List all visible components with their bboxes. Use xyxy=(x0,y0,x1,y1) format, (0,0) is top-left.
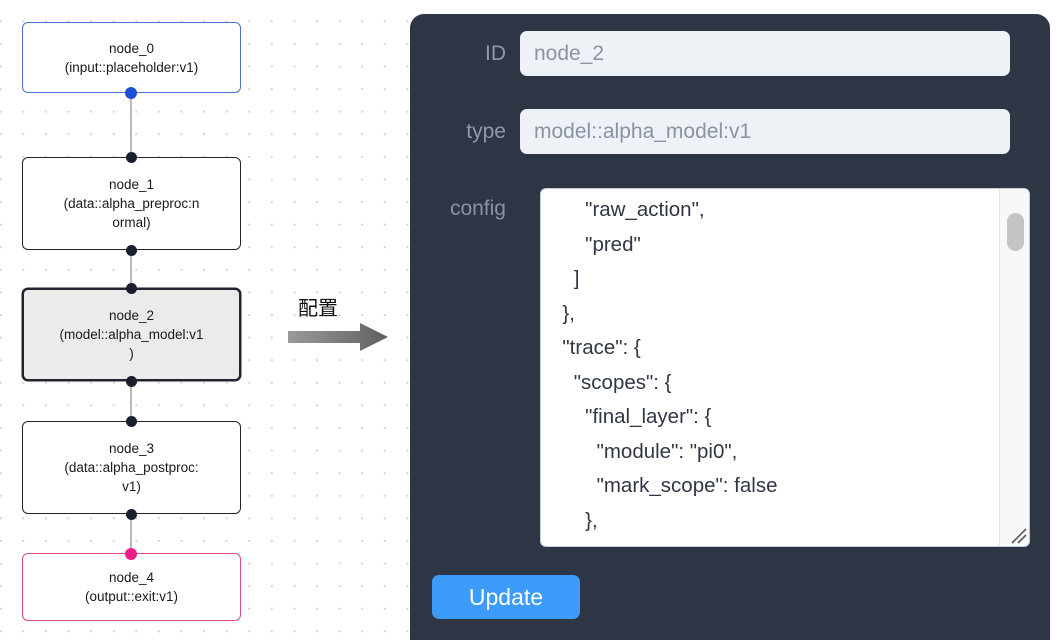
annotation-caption: 配置 xyxy=(298,296,338,320)
node-subtitle-line2: ormal) xyxy=(112,215,151,230)
update-button[interactable]: Update xyxy=(432,575,580,619)
node-handle-node_1-source[interactable] xyxy=(126,245,137,256)
flow-node-node_0[interactable]: node_0 (input::placeholder:v1) xyxy=(22,22,241,93)
flow-node-node_1[interactable]: node_1 (data::alpha_preproc:n ormal) xyxy=(22,157,241,250)
node-handle-node_1-target[interactable] xyxy=(126,152,137,163)
node-title: node_4 xyxy=(108,570,155,585)
config-label: config xyxy=(449,197,506,220)
node-subtitle-line2: ) xyxy=(129,346,134,361)
config-textarea-wrapper: "raw_action", "pred" ] }, "trace": { "sc… xyxy=(540,188,1030,547)
id-input[interactable] xyxy=(520,31,1010,76)
node-subtitle: (data::alpha_postproc: xyxy=(64,460,199,475)
type-input[interactable] xyxy=(520,109,1010,154)
flow-node-node_3[interactable]: node_3 (data::alpha_postproc: v1) xyxy=(22,421,241,514)
node-subtitle: (input::placeholder:v1) xyxy=(64,59,199,75)
edge-node0-node1 xyxy=(130,93,132,159)
node-title: node_0 xyxy=(108,40,155,56)
flow-node-node_2[interactable]: node_2 (model::alpha_model:v1 ) xyxy=(22,288,241,381)
annotation-arrow-group: 配置 xyxy=(288,295,393,360)
right-arrow-icon xyxy=(288,323,388,351)
edge-node3-node4 xyxy=(130,514,132,555)
node-handle-node_2-target[interactable] xyxy=(126,283,137,294)
config-scrollbar-track[interactable] xyxy=(999,189,1029,546)
node-handle-node_3-source[interactable] xyxy=(126,509,137,520)
node-handle-node_2-source[interactable] xyxy=(126,376,137,387)
flow-node-node_4[interactable]: node_4 (output::exit:v1) xyxy=(22,553,241,621)
field-row-type: type xyxy=(410,109,1050,154)
node-subtitle: (output::exit:v1) xyxy=(84,589,179,604)
edge-node1-node2 xyxy=(130,250,132,290)
edge-node2-node3 xyxy=(130,381,132,423)
type-label: type xyxy=(466,119,506,143)
node-title: node_3 xyxy=(108,441,155,456)
node-handle-node_0-source[interactable] xyxy=(125,87,137,99)
node-subtitle: (model::alpha_model:v1 xyxy=(59,327,204,342)
resize-grip-icon[interactable] xyxy=(1006,523,1028,545)
config-textarea[interactable]: "raw_action", "pred" ] }, "trace": { "sc… xyxy=(562,198,778,546)
node-title: node_2 xyxy=(108,308,155,323)
node-handle-node_4-target[interactable] xyxy=(125,548,137,560)
node-config-panel: ID type config "raw_action", "pred" ] },… xyxy=(410,14,1050,643)
id-label: ID xyxy=(485,41,506,65)
node-handle-node_3-target[interactable] xyxy=(126,416,137,427)
node-subtitle-line2: v1) xyxy=(122,479,141,494)
node-title: node_1 xyxy=(108,177,155,192)
node-subtitle: (data::alpha_preproc:n xyxy=(63,196,200,211)
bottom-strip xyxy=(0,640,1062,643)
field-row-id: ID xyxy=(410,31,1050,76)
config-scrollbar-thumb[interactable] xyxy=(1007,213,1024,251)
